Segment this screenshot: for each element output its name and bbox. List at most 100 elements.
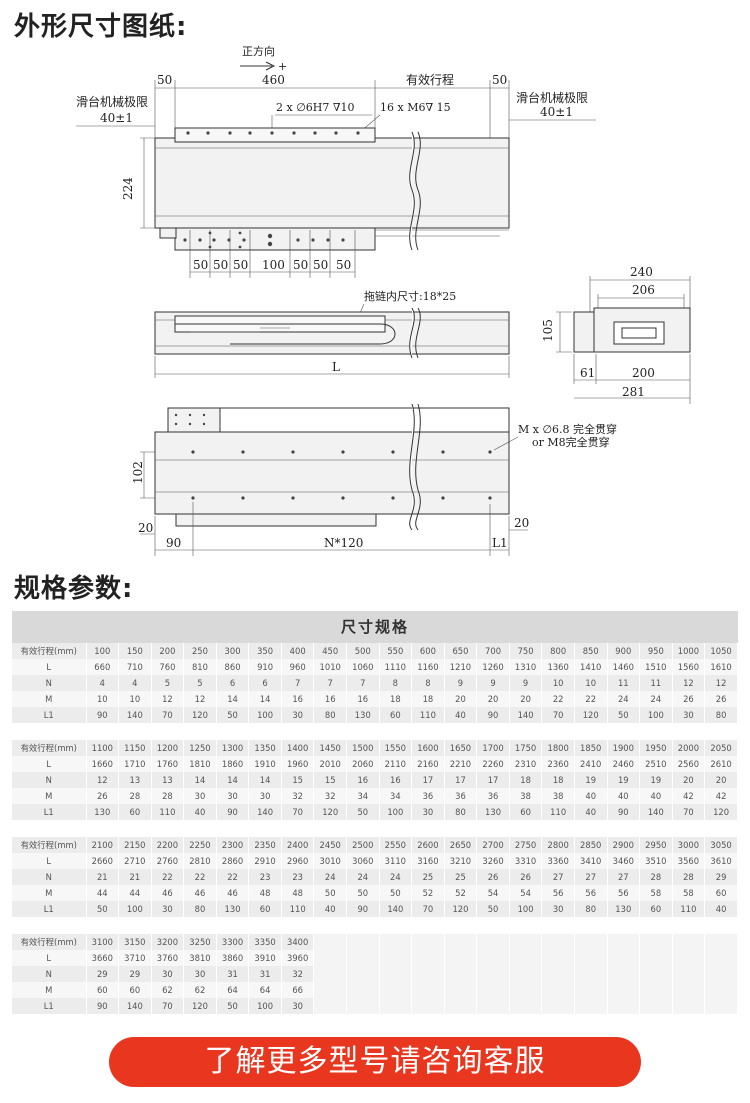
table-cell: 100 (248, 707, 282, 723)
empty-cell (313, 950, 347, 966)
table-cell: 5 (151, 675, 185, 691)
table-cell: 140 (118, 998, 152, 1014)
empty-cell (574, 982, 608, 998)
table-cell: 850 (574, 643, 608, 659)
dim-224: 224 (121, 177, 135, 200)
dim-b6: 50 (313, 258, 328, 272)
table-cell: 1010 (313, 659, 347, 675)
table-cell: 3100 (86, 934, 120, 950)
table-cell: 860 (216, 659, 250, 675)
table-cell: 3050 (704, 837, 738, 853)
table-cell: 4 (86, 675, 120, 691)
row-label: N (12, 675, 87, 691)
table-cell: 90 (216, 804, 250, 820)
table-cell: 64 (248, 982, 282, 998)
dim-b5: 50 (293, 258, 308, 272)
table-cell: 450 (313, 643, 347, 659)
table-cell: 10 (86, 691, 120, 707)
table-cell: 2210 (444, 756, 478, 772)
table-cell: 2360 (541, 756, 575, 772)
empty-cell (379, 982, 413, 998)
technical-drawing: 正方向 + 50 460 有效行程 50 滑台机械极限 40±1 滑台机械极限 … (76, 44, 691, 556)
table-cell: 30 (151, 966, 185, 982)
table-cell: 10 (574, 675, 608, 691)
table-cell: 24 (346, 869, 380, 885)
empty-cell (541, 966, 575, 982)
empty-cell (313, 998, 347, 1014)
empty-cell (379, 934, 413, 950)
table-cell: 1700 (476, 740, 510, 756)
table-cell: 500 (346, 643, 380, 659)
table-cell: 60 (118, 804, 152, 820)
table-cell: 14 (216, 691, 250, 707)
table-cell: 66 (281, 982, 315, 998)
table-cell: 140 (639, 804, 673, 820)
table-cell: 38 (541, 788, 575, 804)
table-cell: 1450 (313, 740, 347, 756)
empty-cell (379, 950, 413, 966)
table-cell: 910 (248, 659, 282, 675)
row-label: L (12, 659, 87, 675)
table-cell: 3960 (281, 950, 315, 966)
table-cell: 1110 (379, 659, 413, 675)
table-cell: 17 (411, 772, 445, 788)
thread-hole-label: 16 x M6∇ 15 (380, 101, 451, 114)
table-cell: 22 (574, 691, 608, 707)
table-cell: 50 (216, 998, 250, 1014)
dim-effective-stroke: 有效行程 (406, 72, 454, 87)
table-cell: 3150 (118, 934, 152, 950)
contact-service-button[interactable]: 了解更多型号请咨询客服 (109, 1037, 641, 1087)
table-cell: 1210 (444, 659, 478, 675)
table-cell: 50 (346, 804, 380, 820)
table-cell: 3910 (248, 950, 282, 966)
table-cell: 34 (379, 788, 413, 804)
table-cell: 120 (183, 707, 217, 723)
top-view: 正方向 + 50 460 有效行程 50 滑台机械极限 40±1 滑台机械极限 … (76, 44, 596, 278)
table-cell: 2660 (86, 853, 120, 869)
table-cell: 2060 (346, 756, 380, 772)
row-label: 有效行程(mm) (12, 837, 87, 853)
table-cell: 2560 (672, 756, 706, 772)
table-cell: 1800 (541, 740, 575, 756)
table-cell: 100 (86, 643, 120, 659)
table-cell: 1360 (541, 659, 575, 675)
table-cell: 40 (704, 901, 738, 917)
table-cell: 7 (281, 675, 315, 691)
table-cell: 60 (639, 901, 673, 917)
table-cell: 3560 (672, 853, 706, 869)
row-label: M (12, 788, 87, 804)
table-cell: 80 (444, 804, 478, 820)
table-cell: 40 (639, 788, 673, 804)
table-cell: 100 (248, 998, 282, 1014)
table-cell: 2150 (118, 837, 152, 853)
table-cell: 52 (444, 885, 478, 901)
table-cell: 80 (183, 901, 217, 917)
table-cell: 3300 (216, 934, 250, 950)
table-cell: 40 (444, 707, 478, 723)
table-cell: 2650 (444, 837, 478, 853)
table-cell: 10 (541, 675, 575, 691)
bottom-view: M x ∅6.8 完全贯穿 or M8完全贯穿 102 20 20 90 N*1… (131, 403, 617, 556)
table-cell: 8 (411, 675, 445, 691)
table-cell: 18 (541, 772, 575, 788)
empty-cell (313, 966, 347, 982)
table-cell: 1810 (183, 756, 217, 772)
table-cell: 58 (672, 885, 706, 901)
table-cell: 2010 (313, 756, 347, 772)
empty-cell (672, 998, 706, 1014)
table-cell: 14 (248, 772, 282, 788)
table-cell: 1300 (216, 740, 250, 756)
table-cell: 2750 (509, 837, 543, 853)
table-cell: 26 (86, 788, 120, 804)
table-cell: 120 (574, 707, 608, 723)
empty-cell (411, 934, 445, 950)
table-cell: 40 (607, 788, 641, 804)
table-cell: 2760 (151, 853, 185, 869)
table-cell: 550 (379, 643, 413, 659)
row-label: N (12, 869, 87, 885)
empty-cell (607, 934, 641, 950)
